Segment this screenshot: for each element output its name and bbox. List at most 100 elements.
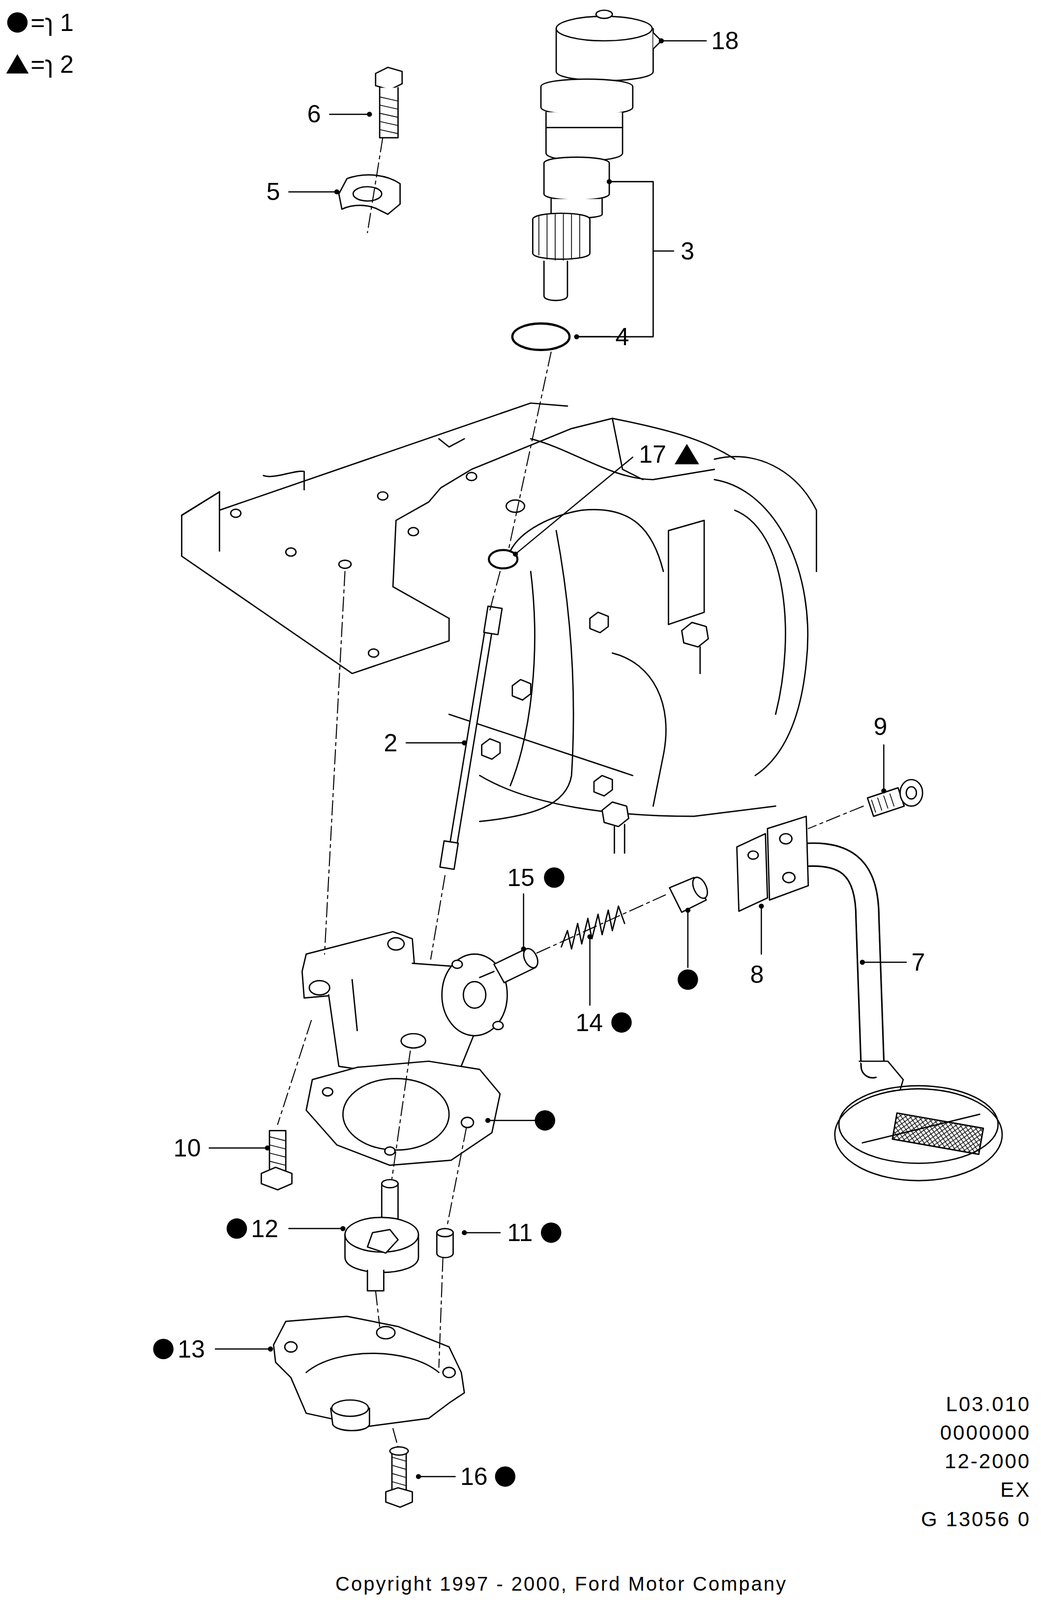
leader-dot	[340, 1225, 346, 1231]
pump-cover	[331, 1399, 369, 1417]
pump-body	[387, 937, 405, 951]
pump-body	[309, 980, 330, 995]
relief-valve	[479, 971, 494, 978]
kit-symbol	[495, 1466, 516, 1488]
engine-block	[368, 649, 379, 658]
pump-cover	[306, 1353, 440, 1373]
engine-block	[668, 520, 705, 625]
leader-dot	[658, 38, 664, 44]
kit-symbol	[543, 867, 565, 889]
bolt	[906, 786, 917, 800]
o-ring	[512, 323, 570, 351]
hex-nut	[512, 679, 531, 701]
leader-line	[522, 893, 524, 950]
engine-block	[714, 479, 808, 776]
hex-nut	[590, 612, 609, 633]
callout-number: 17	[638, 442, 667, 467]
leader-line	[661, 40, 707, 42]
kit-symbol	[6, 12, 700, 1488]
leader-dot	[606, 178, 612, 184]
assembly-centerline	[277, 1020, 312, 1125]
drawing-code: EX	[1000, 1479, 1031, 1501]
leader-dot	[685, 907, 691, 913]
leader-dot	[860, 959, 865, 965]
assembly-centerline	[324, 571, 346, 954]
callout-number: 14	[575, 1010, 604, 1036]
engine-block	[377, 491, 388, 501]
leader-dot	[521, 946, 527, 952]
leader-dot	[587, 934, 593, 940]
engine-block	[181, 491, 220, 516]
retaining-clip	[488, 550, 518, 569]
pump-body	[451, 960, 463, 969]
leader-line	[862, 961, 907, 963]
pump-pin	[436, 1228, 453, 1258]
clamp-bolt	[338, 175, 401, 215]
leader-dot	[512, 551, 518, 557]
leader-line	[329, 113, 370, 115]
bolt	[389, 1447, 409, 1456]
bolt	[899, 779, 923, 806]
leader-dot	[366, 111, 372, 117]
oil-pickup	[892, 1113, 984, 1155]
gasket	[736, 833, 768, 912]
bolt	[269, 1136, 286, 1166]
engine-block	[530, 438, 715, 480]
hex-nut	[481, 612, 709, 854]
assembly-centerline	[391, 1051, 411, 1179]
distributor-drive	[595, 10, 613, 19]
callout-number: 5	[266, 179, 281, 205]
bolt	[261, 1167, 292, 1190]
engine-block	[181, 515, 450, 674]
distributor-drive	[543, 157, 610, 201]
oil-pickup	[767, 816, 809, 900]
callout-number: 11	[507, 1220, 534, 1246]
engine-block	[263, 471, 305, 490]
drive-shaft	[440, 840, 459, 870]
hex-nut	[624, 824, 626, 854]
assembly-centerline	[438, 1257, 443, 1368]
engine-block	[510, 571, 536, 786]
o-ring	[512, 323, 570, 351]
callout-number: 15	[507, 865, 536, 891]
oil-pickup	[838, 1085, 999, 1164]
leader-dot	[758, 903, 764, 909]
bolt	[386, 1447, 413, 1508]
pump-cover	[273, 1316, 465, 1431]
bolt	[867, 787, 905, 817]
assembly-centerline	[277, 137, 864, 1448]
gasket	[747, 851, 759, 860]
kit-symbol	[6, 54, 30, 74]
leader-line	[760, 906, 762, 955]
leader-line	[576, 336, 611, 338]
drawing-code: G 13056 0	[921, 1509, 1031, 1530]
distributor-drive	[543, 261, 568, 301]
assembly-centerline	[430, 875, 446, 960]
drive-shaft	[446, 612, 496, 869]
pump-rotor	[345, 1179, 419, 1291]
engine-block	[466, 472, 477, 481]
pump-cover	[376, 1326, 395, 1339]
leader-dot	[461, 740, 467, 746]
hex-nut	[699, 647, 701, 674]
hex-nut	[613, 826, 616, 854]
leader-line	[209, 1147, 268, 1149]
drawing-code: 0000000	[940, 1422, 1032, 1444]
callout-number: 7	[911, 950, 925, 975]
hex-nut	[602, 802, 629, 827]
leader-line	[464, 1232, 501, 1234]
clamp-bolt	[375, 67, 403, 90]
leader-line	[288, 1227, 343, 1229]
engine-block	[734, 510, 786, 715]
hex-nut	[594, 775, 613, 797]
plug	[669, 875, 711, 913]
kit-symbol	[7, 12, 29, 33]
pump-body	[306, 1061, 501, 1166]
relief-valve	[479, 946, 541, 983]
leader-line	[589, 936, 591, 1006]
clamp-bolt	[379, 96, 398, 134]
pump-pin	[436, 1228, 453, 1238]
callout-number: 16	[460, 1464, 488, 1489]
drive-shaft	[483, 606, 503, 635]
kit-symbol	[674, 444, 700, 465]
